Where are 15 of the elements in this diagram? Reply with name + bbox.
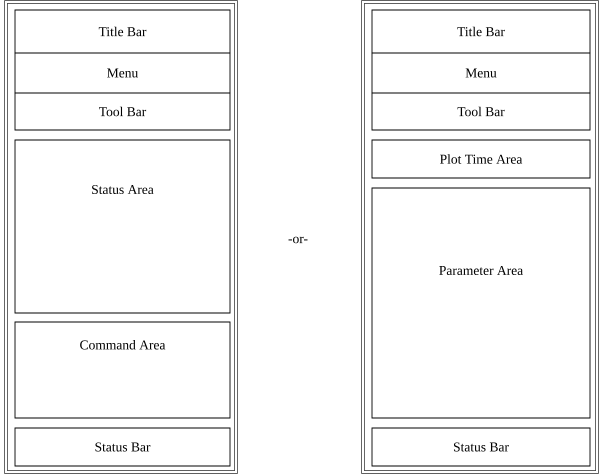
window-frame <box>4 0 238 474</box>
panel-box: Status Area <box>14 140 230 314</box>
separator-text: -or- <box>288 236 308 244</box>
panel-box: Title Bar <box>14 10 230 54</box>
panel-box: Plot Time Area <box>372 140 590 178</box>
panel-box: Menu <box>14 52 230 94</box>
panel-box: Status Bar <box>14 428 230 466</box>
panel-box: Parameter Area <box>372 188 590 418</box>
panel-box: Menu <box>372 52 590 94</box>
panel-box: Tool Bar <box>372 92 590 130</box>
panel-box: Status Bar <box>372 428 590 466</box>
panel-box: Command Area <box>14 322 230 418</box>
window-frame <box>361 0 599 474</box>
panel-box: Title Bar <box>372 10 590 54</box>
panel-box: Tool Bar <box>14 92 230 130</box>
